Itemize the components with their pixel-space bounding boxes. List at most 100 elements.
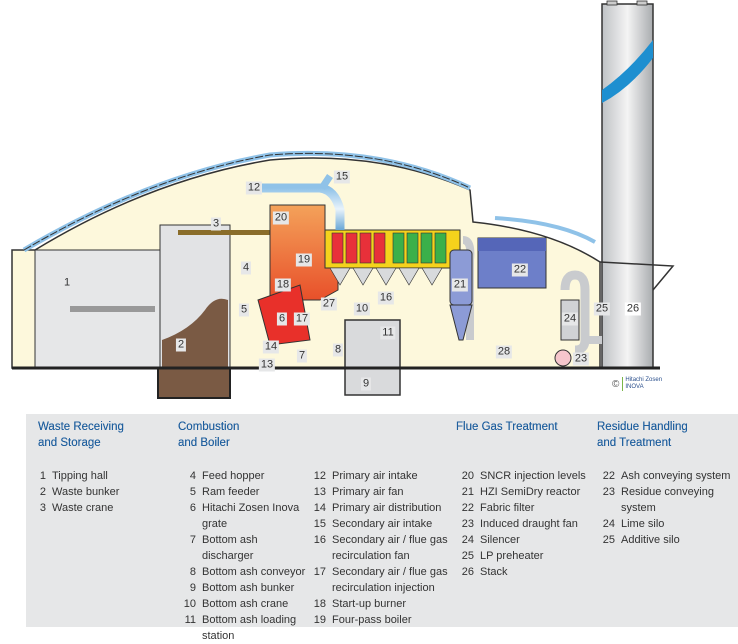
legend-item-text: Primary air distribution	[332, 502, 442, 514]
legend-item: 21 HZI SemiDry reactor	[456, 484, 596, 500]
legend-item: 9 Bottom ash bunker	[178, 580, 308, 596]
legend-item-number: 23	[461, 518, 474, 530]
legend-item: 24 Silencer	[456, 532, 596, 548]
legend-item-number: 2	[39, 486, 46, 498]
legend-item: 13 Primary air fan	[308, 484, 450, 500]
legend-item-text: Secondary air / flue gas recirculation f…	[332, 534, 448, 562]
copyright-symbol: ©	[612, 378, 620, 390]
legend-item-text: Hitachi Zosen Inova grate	[202, 502, 300, 530]
legend-item: 4 Feed hopper	[178, 468, 308, 484]
legend-item-number: 15	[313, 518, 326, 530]
legend-item-number: 10	[183, 598, 196, 610]
legend-item-number: 25	[602, 534, 615, 546]
legend-item-text: Secondary air intake	[332, 518, 433, 530]
diagram-label-23: 23	[572, 352, 590, 366]
legend-item-text: Primary air fan	[332, 486, 404, 498]
legend-item-number: 3	[39, 502, 46, 514]
legend-item-text: Waste crane	[52, 502, 114, 514]
legend-item: 18 Start-up burner	[308, 596, 450, 612]
legend-item-text: Primary air intake	[332, 470, 418, 482]
legend-item-number: 17	[313, 566, 326, 578]
diagram-label-27: 27	[320, 297, 338, 311]
legend-item: 6 Hitachi Zosen Inova grate	[178, 500, 308, 532]
diagram-label-21: 21	[451, 278, 469, 292]
diagram-label-26: 26	[624, 302, 642, 316]
diagram-label-12: 12	[245, 181, 263, 195]
legend-item-text: SNCR injection levels	[480, 470, 586, 482]
legend-item-text: Stack	[480, 566, 508, 578]
legend-item-number: 19	[313, 614, 326, 626]
legend-heading: Flue Gas Treatment	[456, 421, 558, 433]
legend-item-text: Feed hopper	[202, 470, 265, 482]
legend-item-number: 18	[313, 598, 326, 610]
credit-line-2: INOVA	[625, 384, 644, 390]
diagram-label-9: 9	[360, 377, 372, 391]
legend-item-number: 8	[189, 566, 196, 578]
legend-item-text: Induced draught fan	[480, 518, 578, 530]
copyright-credit: © Hitachi Zosen INOVA	[612, 377, 662, 391]
diagram-label-28: 28	[495, 345, 513, 359]
legend-list: 22 Ash conveying system 23 Residue conveyin…	[597, 468, 737, 548]
legend-item-number: 23	[602, 486, 615, 498]
legend-item-text: HZI SemiDry reactor	[480, 486, 581, 498]
legend-item-number: 1	[39, 470, 46, 482]
legend-item-text: Start-up burner	[332, 598, 406, 610]
legend-item: 23 Residue conveying system	[597, 484, 737, 516]
diagram-label-18: 18	[274, 278, 292, 292]
heat-exchanger	[324, 229, 461, 286]
legend-item-number: 6	[189, 502, 196, 514]
legend-item-text: Fabric filter	[480, 502, 535, 514]
diagram-label-6: 6	[276, 312, 288, 326]
legend-item-number: 5	[189, 486, 196, 498]
legend-item-number: 7	[189, 534, 196, 546]
legend-item-text: Bottom ash crane	[202, 598, 289, 610]
legend-item-number: 9	[189, 582, 196, 594]
diagram-label-13: 13	[258, 358, 276, 372]
legend-item-number: 4	[189, 470, 196, 482]
diagram-label-25: 25	[593, 302, 611, 316]
diagram-label-17: 17	[293, 312, 311, 326]
diagram-label-8: 8	[332, 343, 344, 357]
legend-heading	[308, 419, 450, 451]
plant-cross-section-diagram	[11, 0, 675, 399]
legend-item-number: 24	[461, 534, 474, 546]
legend-item-number: 22	[602, 470, 615, 482]
legend-item-text: Ash conveying system	[621, 470, 731, 482]
diagram-label-7: 7	[296, 349, 308, 363]
legend-item-text: Residue conveying system	[621, 486, 714, 514]
legend-item-number: 21	[461, 486, 474, 498]
diagram-label-4: 4	[240, 261, 252, 275]
legend-item-text: Silencer	[480, 534, 520, 546]
legend-item-number: 16	[313, 534, 326, 546]
diagram-label-2: 2	[175, 338, 187, 352]
legend-item: 23 Induced draught fan	[456, 516, 596, 532]
diagram-label-3: 3	[210, 217, 222, 231]
company-logo-text: Hitachi Zosen INOVA	[622, 377, 662, 391]
diagram-label-1: 1	[61, 276, 73, 290]
legend-item-number: 13	[313, 486, 326, 498]
legend-item-text: Bottom ash conveyor	[202, 566, 306, 578]
legend-item-text: Bottom ash bunker	[202, 582, 295, 594]
diagram-label-19: 19	[295, 253, 313, 267]
